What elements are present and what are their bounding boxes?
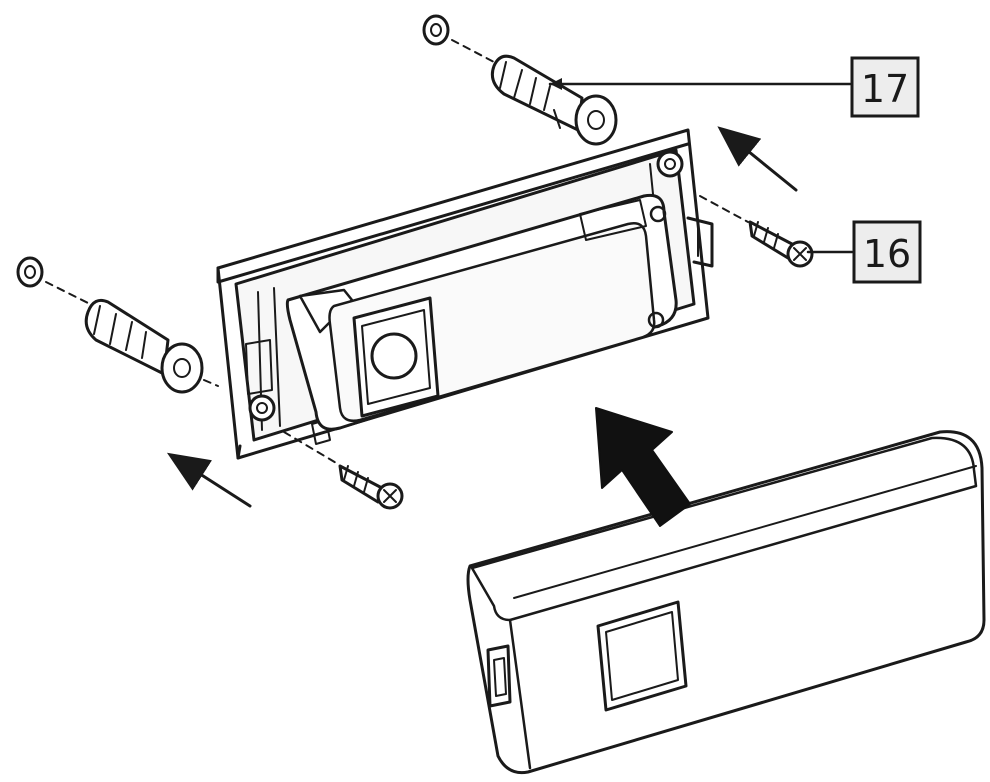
wall-anchor-upper <box>422 14 618 146</box>
screw-upper <box>699 195 814 268</box>
assembly-arrow <box>595 407 691 527</box>
front-cover <box>466 430 986 775</box>
callout-17-number: 17 <box>861 67 909 111</box>
sensor-module <box>285 193 678 431</box>
wall-anchor-lower <box>16 256 219 394</box>
direction-arrow-left <box>166 452 252 508</box>
callout-16-number: 16 <box>863 232 911 276</box>
callout-16: 16 <box>852 220 922 284</box>
direction-arrow-upper <box>717 126 798 192</box>
callout-17: 17 <box>850 56 920 118</box>
screw-lower <box>283 431 404 510</box>
